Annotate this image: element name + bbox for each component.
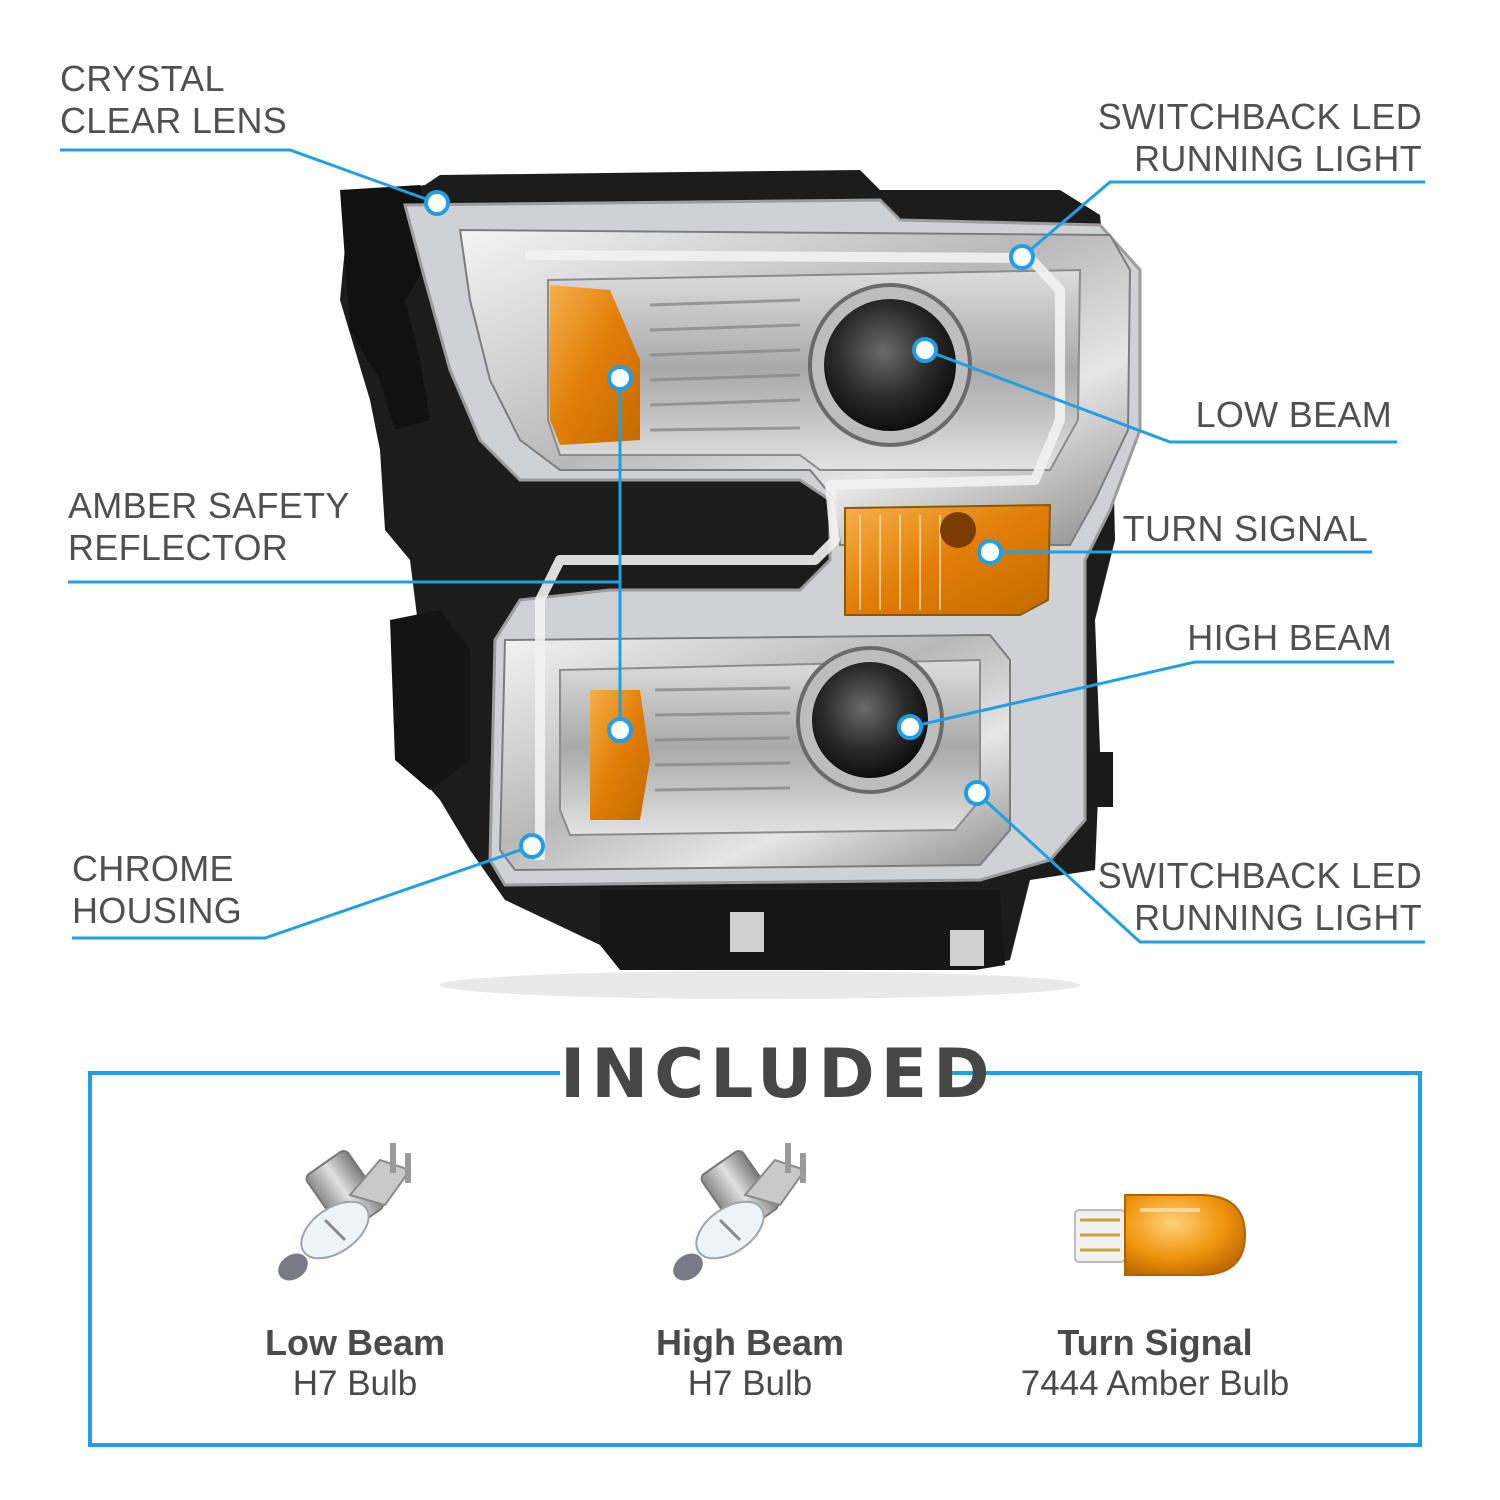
callout-switchback-led-top: SWITCHBACK LED RUNNING LIGHT: [1097, 96, 1422, 179]
turn-signal-ribs: [859, 515, 941, 610]
included-item-name: Turn Signal: [1057, 1322, 1253, 1363]
mount-tab-2: [950, 930, 984, 966]
bottom-mount: [600, 890, 1005, 970]
h7-bulb-icon: [673, 1143, 807, 1281]
low-beam-projector-lens: [824, 299, 956, 431]
dot-high-beam: [897, 714, 923, 740]
amber-wedge-bulb-icon: [1074, 1194, 1247, 1276]
high-beam-projector-lens: [812, 662, 928, 778]
included-item-sub: 7444 Amber Bulb: [1020, 1364, 1290, 1403]
leader-switchback-bottom: [975, 791, 1425, 944]
callout-amber-safety-reflector: AMBER SAFETY REFLECTOR: [68, 485, 350, 568]
leader-switchback-top: [1021, 180, 1425, 259]
dot-switchback-top: [1009, 244, 1035, 270]
leader-chrome-housing: [72, 844, 533, 940]
leader-high-beam: [909, 660, 1394, 729]
callout-chrome-housing: CHROME HOUSING: [72, 848, 243, 931]
dot-amber-lower: [607, 717, 633, 743]
callout-high-beam: HIGH BEAM: [1187, 617, 1392, 658]
h7-bulb-icon: [278, 1143, 412, 1281]
left-bracket: [340, 185, 430, 430]
leader-low-beam: [924, 348, 1397, 444]
mount-tab-1: [730, 912, 764, 952]
dot-chrome-housing: [519, 833, 545, 859]
upper-reflector-ribs: [649, 298, 801, 432]
included-item-name: High Beam: [655, 1322, 845, 1363]
dot-turn-signal: [977, 539, 1003, 565]
included-title: INCLUDED: [560, 1035, 996, 1115]
included-item-name: Low Beam: [264, 1322, 446, 1363]
included-item-sub: H7 Bulb: [292, 1364, 418, 1403]
turn-signal-block: [844, 503, 1052, 616]
callout-dots: [424, 190, 1035, 859]
dot-amber-upper: [607, 365, 633, 391]
ground-shadow: [440, 971, 1080, 999]
callout-turn-signal: TURN SIGNAL: [1122, 508, 1368, 549]
turn-signal-bulb-socket: [940, 512, 976, 548]
callout-lines: [60, 148, 1425, 944]
headlight-assembly: [340, 170, 1142, 999]
included-item-sub: H7 Bulb: [687, 1364, 813, 1403]
leader-crystal-lens: [60, 148, 438, 205]
dot-crystal-lens: [424, 190, 450, 216]
dot-low-beam: [912, 337, 938, 363]
left-lower-bracket: [390, 610, 470, 790]
lower-reflector-ribs: [654, 686, 791, 792]
callout-low-beam: LOW BEAM: [1195, 394, 1392, 435]
lower-amber-reflector: [590, 690, 650, 820]
callout-switchback-led-bottom: SWITCHBACK LED RUNNING LIGHT: [1097, 855, 1422, 938]
upper-amber-reflector: [550, 285, 640, 445]
led-light-bar: [524, 250, 1065, 860]
callout-crystal-clear-lens: CRYSTAL CLEAR LENS: [60, 58, 288, 141]
dot-switchback-bottom: [964, 780, 990, 806]
